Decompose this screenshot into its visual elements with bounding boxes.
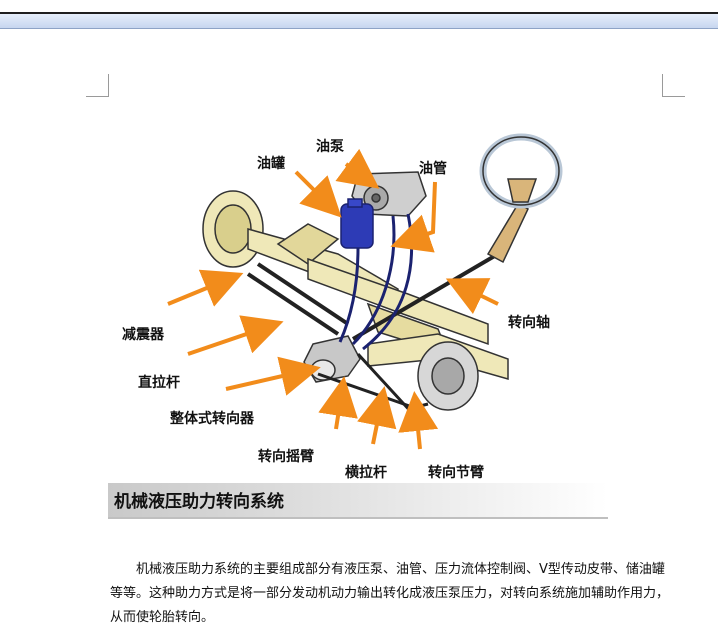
steering-gear-box bbox=[303, 335, 361, 383]
label-oil-pump: 油泵 bbox=[316, 139, 344, 155]
steering-column-boot bbox=[486, 203, 529, 264]
body-text: 机械液压助力系统的主要组成部分有液压泵、油管、压力流体控制阀、V型传动皮带、储油… bbox=[110, 558, 670, 630]
label-steering-shaft: 转向轴 bbox=[508, 315, 550, 331]
label-oil-pipe: 油管 bbox=[419, 161, 447, 177]
shock-absorbers bbox=[246, 262, 350, 336]
label-oil-tank: 油罐 bbox=[257, 156, 285, 172]
window-top-border bbox=[0, 0, 718, 14]
margin-corner-top-left bbox=[86, 74, 109, 97]
callout-arrows bbox=[167, 148, 499, 450]
ruler-strip bbox=[0, 14, 718, 29]
label-integral-steering-gear: 整体式转向器 bbox=[170, 411, 254, 427]
steering-column bbox=[351, 252, 500, 341]
margin-corner-top-right bbox=[662, 74, 685, 97]
label-drag-link: 直拉杆 bbox=[138, 375, 180, 391]
label-shock-absorber: 减震器 bbox=[122, 327, 164, 343]
steering-system-illustration bbox=[167, 133, 563, 450]
label-tie-rod: 横拉杆 bbox=[345, 465, 387, 481]
label-pitman-arm: 转向摇臂 bbox=[258, 449, 314, 465]
figure-caption: 机械液压助力转向系统 bbox=[114, 492, 284, 512]
label-steering-knuckle-arm: 转向节臂 bbox=[428, 465, 484, 481]
figure-caption-bar bbox=[108, 483, 608, 519]
steering-wheel bbox=[479, 133, 563, 209]
body-paragraph: 机械液压助力系统的主要组成部分有液压泵、油管、压力流体控制阀、V型传动皮带、储油… bbox=[110, 562, 670, 625]
oil-tank bbox=[340, 198, 374, 249]
